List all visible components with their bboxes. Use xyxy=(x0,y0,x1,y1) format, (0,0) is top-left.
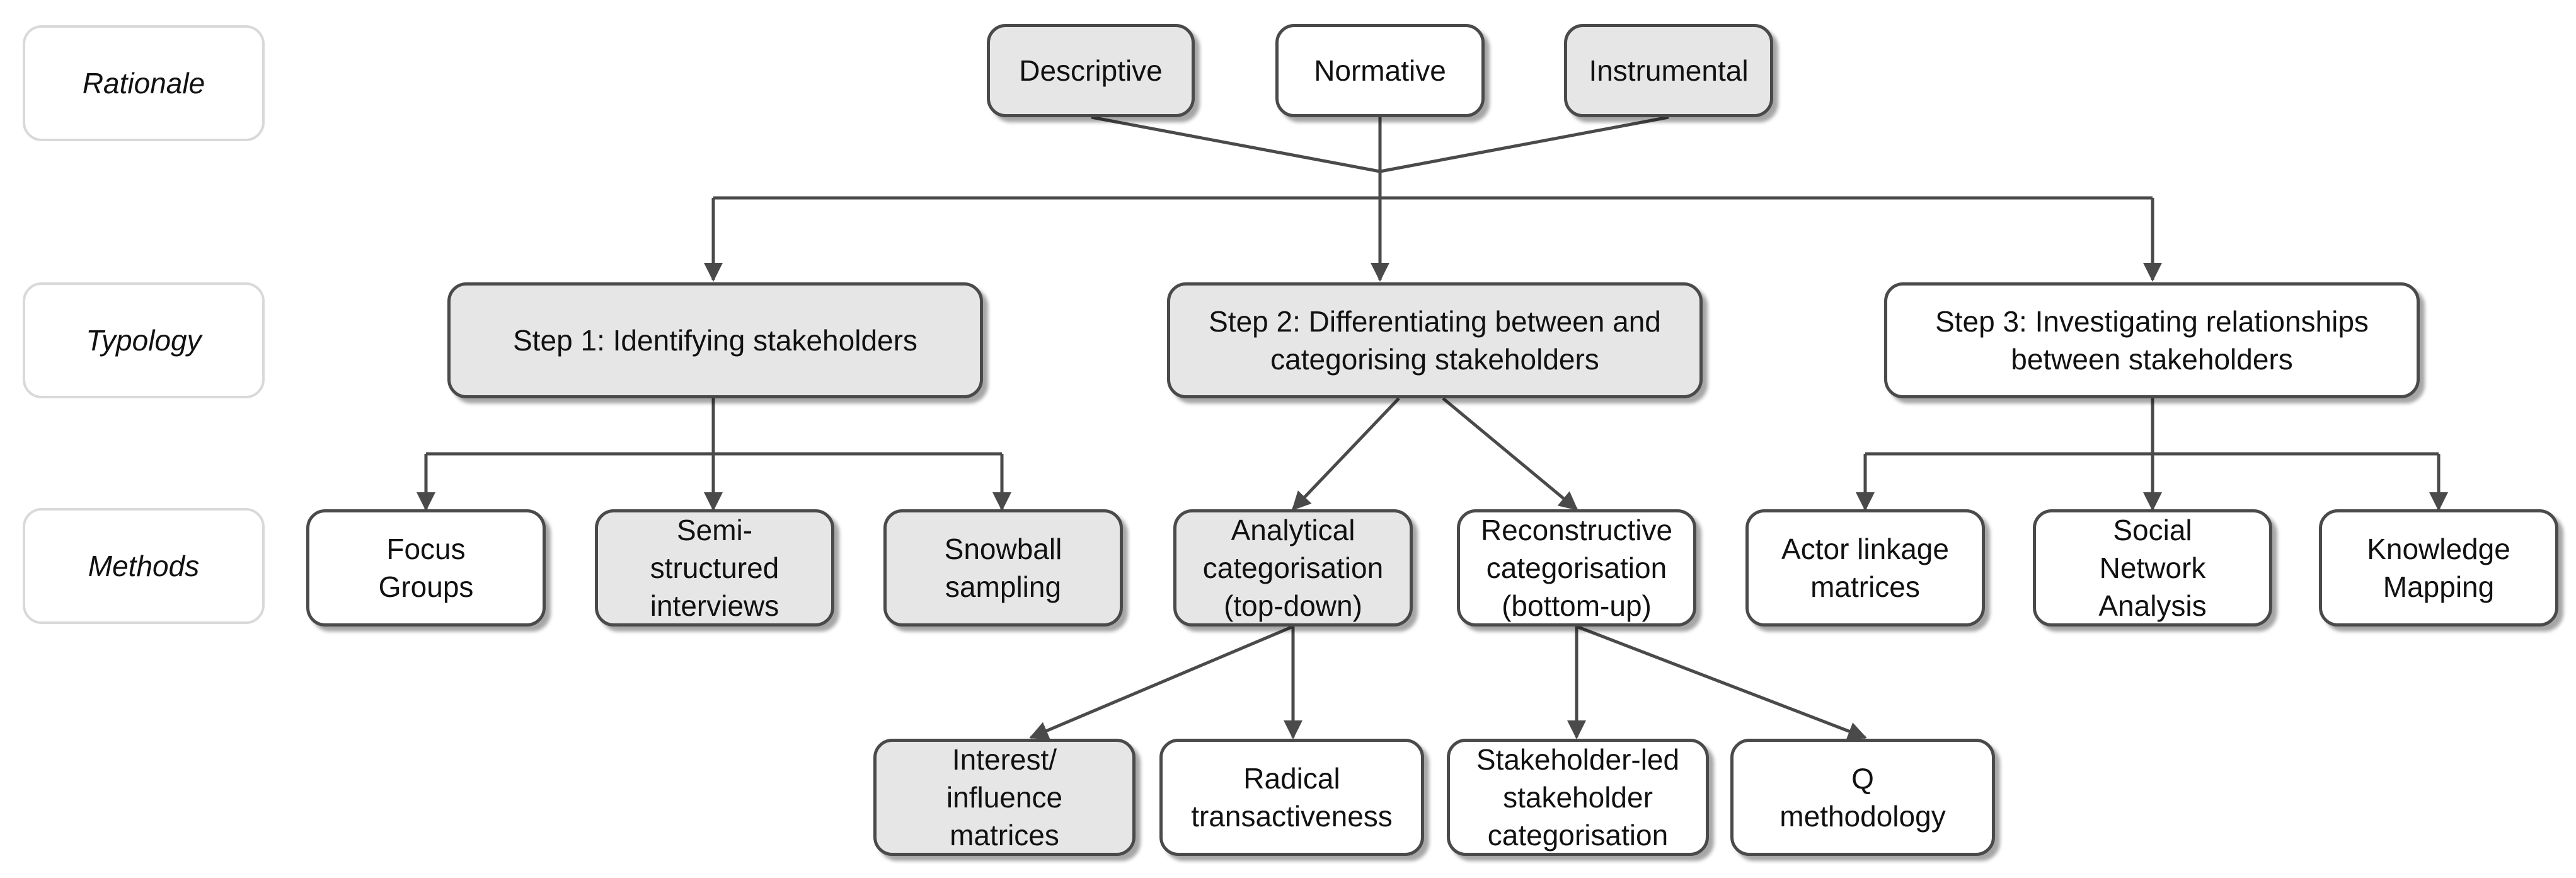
row-label-typology: Typology xyxy=(23,282,265,398)
semi-structured-interviews-box: Semi- structured interviews xyxy=(595,509,834,627)
actor-linkage-matrices-box: Actor linkage matrices xyxy=(1745,509,1985,627)
normative-box: Normative xyxy=(1275,24,1485,117)
snowball-sampling-box: Snowball sampling xyxy=(883,509,1123,627)
interest-influence-matrices-box: Interest/ influence matrices xyxy=(873,739,1136,856)
radical-transactiveness-box: Radical transactiveness xyxy=(1159,739,1424,856)
connector-analytical xyxy=(1291,397,1400,511)
reconstructive-categorisation-box: Reconstructive categorisation (bottom-up… xyxy=(1457,509,1696,627)
connector-descriptive xyxy=(1091,115,1381,173)
row-label-rationale: Rationale xyxy=(23,25,265,141)
q-methodology-box: Q methodology xyxy=(1730,739,1995,856)
connector-q xyxy=(1576,625,1867,741)
stakeholder-led-categorisation-box: Stakeholder-led stakeholder categorisati… xyxy=(1447,739,1709,856)
connector-reconstructive xyxy=(1442,397,1578,511)
social-network-analysis-box: Social Network Analysis xyxy=(2033,509,2272,627)
focus-groups-box: Focus Groups xyxy=(306,509,546,627)
step1-box: Step 1: Identifying stakeholders xyxy=(447,282,983,398)
connector-interest xyxy=(1029,625,1294,740)
connector-instrumental xyxy=(1379,115,1669,173)
row-label-methods: Methods xyxy=(23,508,265,624)
descriptive-box: Descriptive xyxy=(987,24,1195,117)
instrumental-box: Instrumental xyxy=(1564,24,1773,117)
knowledge-mapping-box: Knowledge Mapping xyxy=(2319,509,2558,627)
analytical-categorisation-box: Analytical categorisation (top-down) xyxy=(1173,509,1413,627)
step3-box: Step 3: Investigating relationships betw… xyxy=(1884,282,2420,398)
step2-box: Step 2: Differentiating between and cate… xyxy=(1167,282,1703,398)
